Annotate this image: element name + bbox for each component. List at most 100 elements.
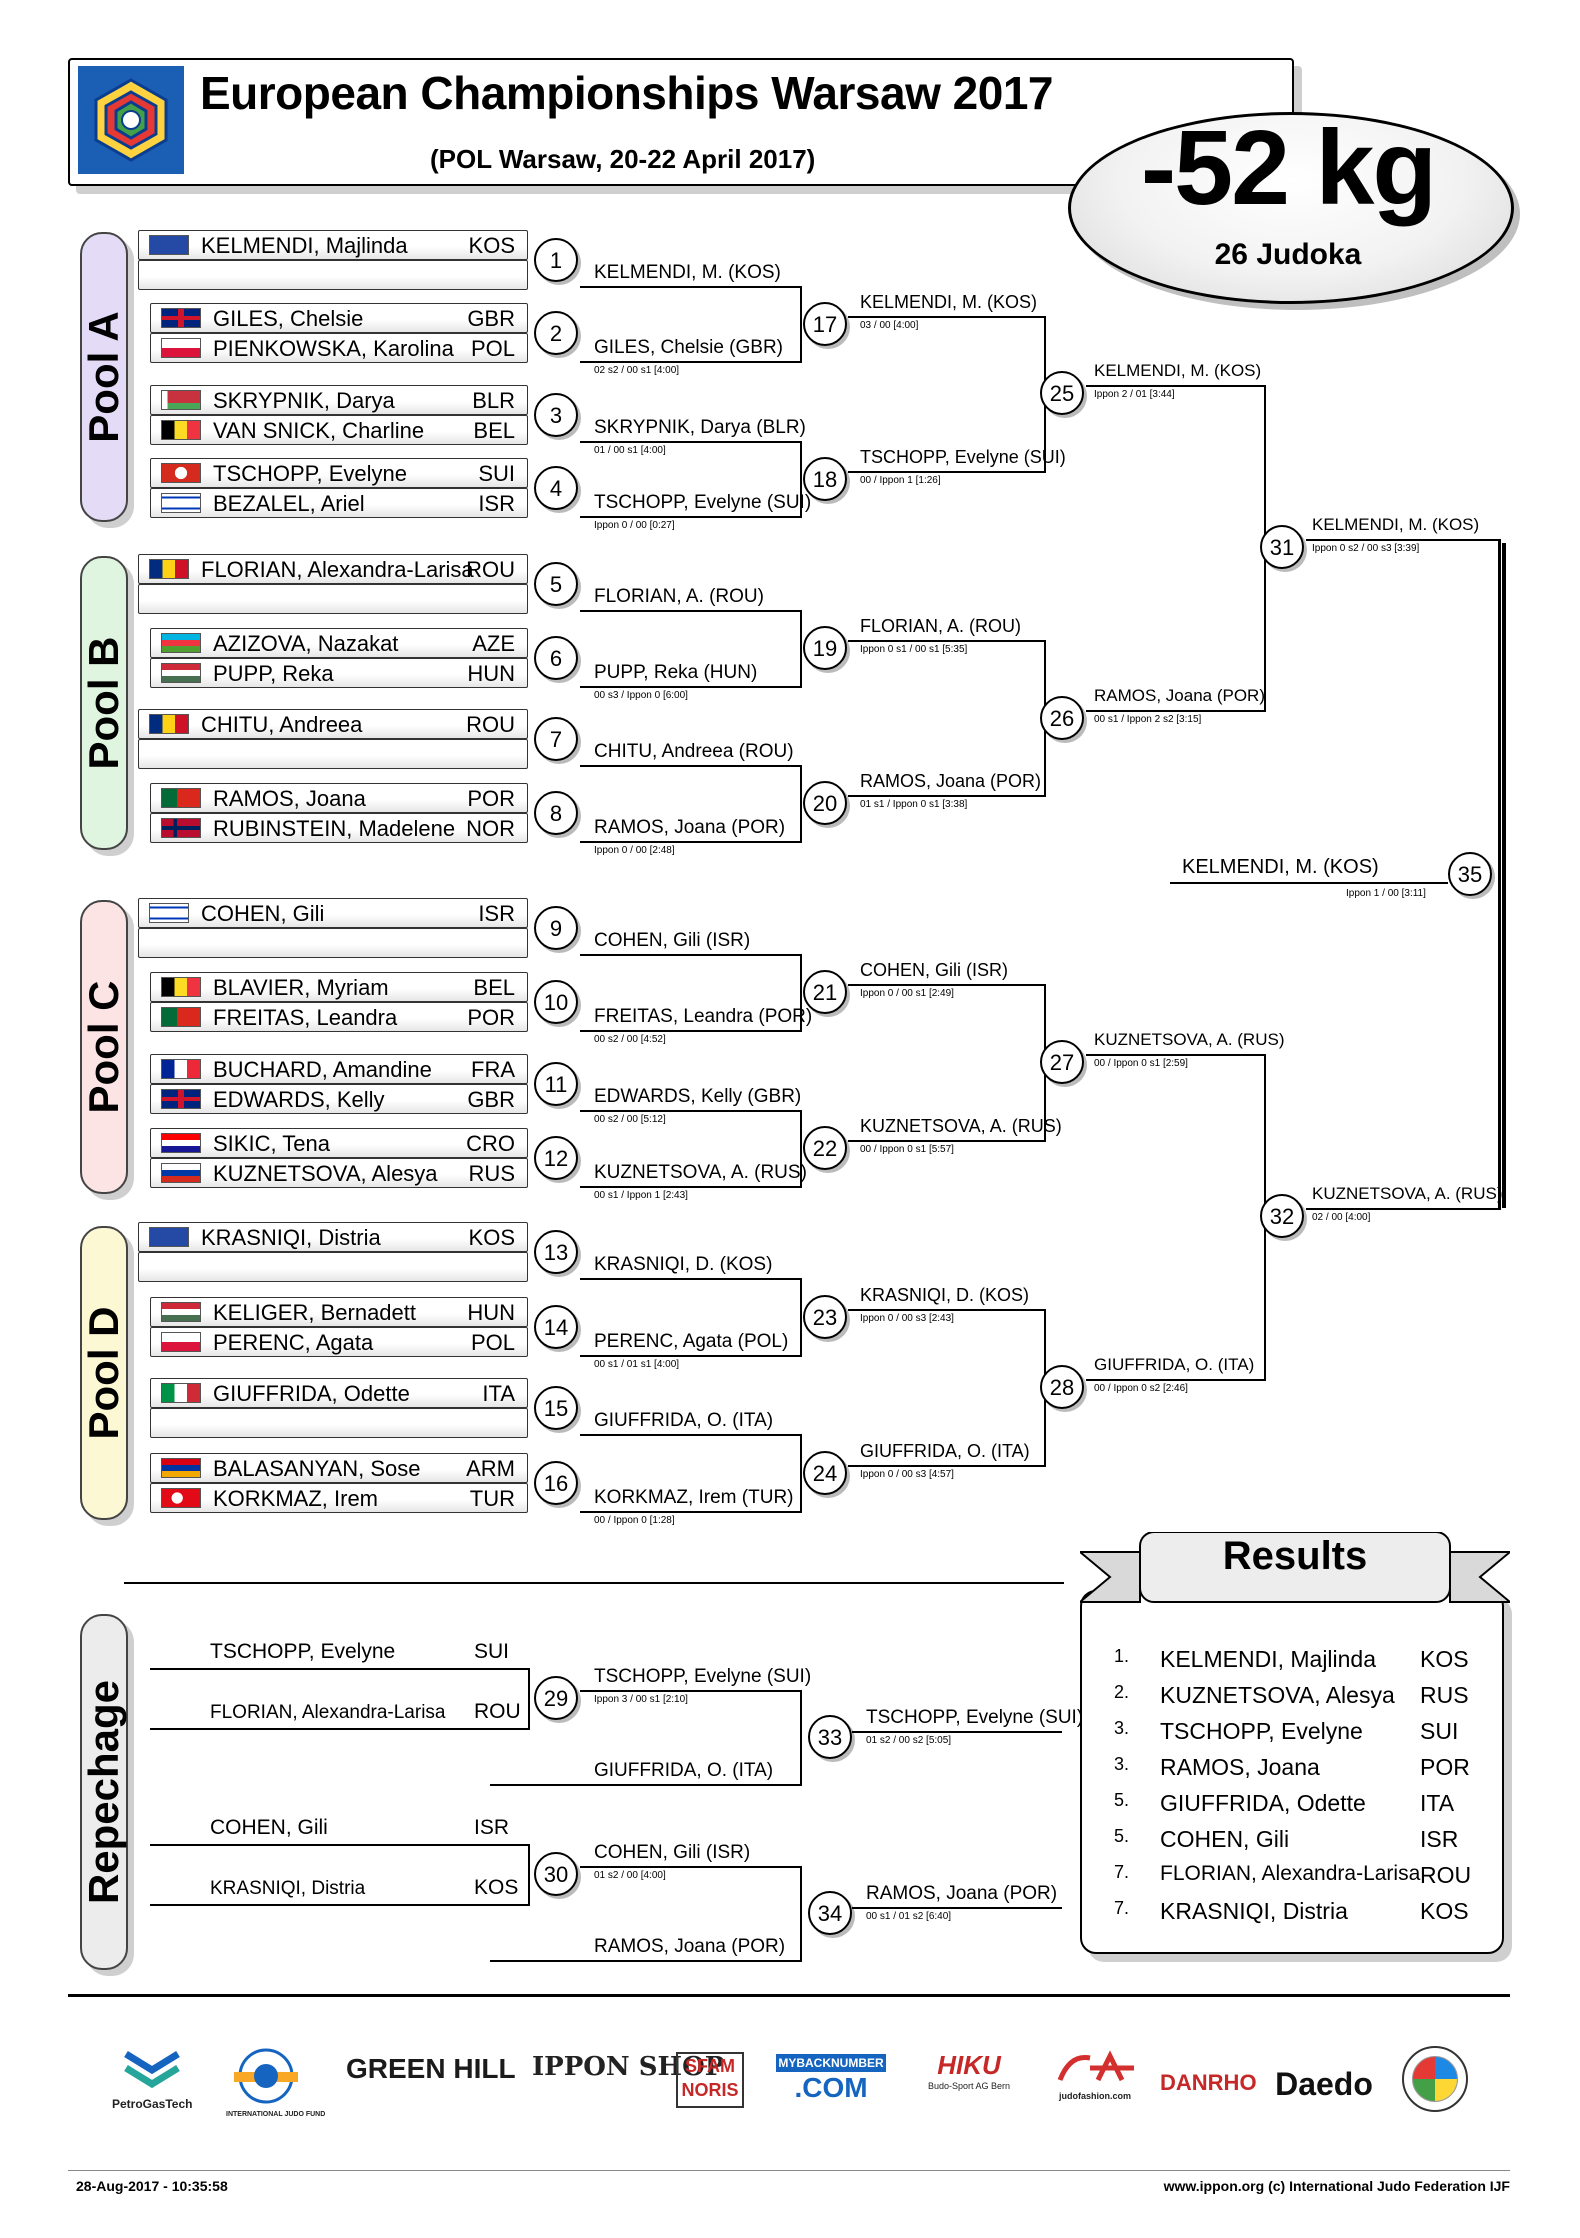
athlete-country: HUN: [467, 1300, 515, 1325]
match-winner: COHEN, Gili (ISR): [860, 960, 1008, 980]
bracket-line: [1502, 543, 1506, 1209]
bracket-line: [580, 1030, 800, 1032]
match-winner: KORKMAZ, Irem (TUR): [594, 1487, 794, 1508]
repechage-score: 01 s2 / 00 s2 [5:05]: [866, 1735, 952, 1746]
flag-icon: [161, 1332, 201, 1352]
repechage-score: 00 s1 / 01 s2 [6:40]: [866, 1911, 952, 1922]
bracket-line: [580, 1186, 800, 1188]
match-score: 00 s2 / 00 [4:52]: [594, 1034, 666, 1045]
bracket-line: [580, 1511, 800, 1513]
flag-icon: [161, 1302, 201, 1322]
repechage-athlete: COHEN, Gili: [210, 1816, 328, 1839]
match-winner: PUPP, Reka (HUN): [594, 662, 758, 683]
match-score: 02 s2 / 00 s1 [4:00]: [594, 365, 680, 376]
athlete-name: PERENC, Agata: [213, 1330, 374, 1355]
athlete-entry: PERENC, Agata POL: [150, 1327, 528, 1357]
match-number: 10: [534, 980, 578, 1024]
match-score: Ippon 0 / 00 s1 [2:49]: [860, 988, 954, 999]
match-score: 00 / Ippon 0 s1 [2:59]: [1094, 1058, 1188, 1069]
athlete-country: GBR: [467, 1087, 515, 1112]
bracket-line: [800, 1866, 802, 1962]
result-country: SUI: [1420, 1718, 1459, 1744]
match-score: Ippon 0 / 00 s3 [2:43]: [860, 1312, 954, 1324]
athlete-country: ISR: [478, 901, 515, 926]
weight-badge: [1068, 112, 1514, 304]
petrogastech-logo: PetroGasTech: [112, 2048, 192, 2111]
header-box: [68, 58, 1294, 186]
results-title: Results: [1222, 1534, 1368, 1578]
athlete-name: SIKIC, Tena: [213, 1131, 330, 1156]
match-number: 25: [1040, 371, 1084, 415]
match-number: 26: [1040, 695, 1084, 740]
match-number: 1: [534, 238, 578, 282]
danrho-logo: DANRHO: [1160, 2070, 1257, 2095]
match-number: 13: [534, 1230, 578, 1274]
match-winner: RAMOS, Joana (POR): [1094, 685, 1265, 705]
result-place: 7.: [1114, 1862, 1130, 1882]
flag-icon: [161, 1059, 201, 1079]
footer-line: [68, 2170, 1510, 2171]
result-name: COHEN, Gili: [1160, 1826, 1290, 1852]
result-name: RAMOS, Joana: [1160, 1754, 1320, 1780]
flag-icon: [149, 559, 189, 579]
match-number: 16: [534, 1461, 578, 1505]
bracket-line: [800, 1434, 802, 1513]
match-score: 00 / Ippon 1 [1:26]: [860, 474, 941, 486]
match-number: 20: [803, 781, 847, 825]
flag-icon: [161, 420, 201, 440]
athlete-name: KUZNETSOVA, Alesya: [213, 1161, 438, 1186]
athlete-name: CHITU, Andreea: [201, 712, 363, 737]
athlete-name: BALASANYAN, Sose: [213, 1456, 421, 1481]
bracket-line: [800, 610, 802, 688]
bracket-line: [1086, 709, 1266, 712]
match-winner: KUZNETSOVA, A. (RUS): [1312, 1184, 1503, 1204]
bracket-line: [580, 516, 800, 518]
daedo-logo: Daedo: [1275, 2066, 1373, 2102]
athlete-name: PIENKOWSKA, Karolina: [213, 336, 454, 361]
result-country: ISR: [1420, 1826, 1459, 1852]
athlete-name: KRASNIQI, Distria: [201, 1225, 381, 1250]
match-number: 15: [534, 1386, 578, 1430]
bracket-line: [848, 795, 1046, 797]
flag-icon: [161, 338, 201, 358]
repechage-label: Repechage: [80, 1614, 128, 1970]
bracket-line: [1086, 1054, 1266, 1056]
bracket-line: [800, 286, 802, 363]
flag-icon: [149, 1227, 189, 1247]
bye-slot: [138, 739, 528, 769]
flag-icon: [161, 1488, 201, 1508]
match-winner: KELMENDI, M. (KOS): [1094, 361, 1262, 380]
repechage-country: SUI: [474, 1640, 510, 1663]
match-score: Ippon 0 / 00 [2:48]: [594, 845, 675, 856]
athlete-name: KELMENDI, Majlinda: [201, 233, 408, 258]
repechage-country: ISR: [474, 1816, 510, 1839]
result-place: 5.: [1114, 1790, 1130, 1810]
match-winner: COHEN, Gili (ISR): [594, 930, 751, 951]
bracket-line: [528, 1668, 530, 1730]
match-number: 24: [803, 1450, 847, 1495]
ejf-logo: [78, 66, 184, 174]
result-place: 7.: [1114, 1898, 1130, 1918]
bracket-line: [150, 1844, 530, 1846]
bye-slot: [150, 1408, 528, 1438]
repechage-bronze-winner: RAMOS, Joana (POR): [866, 1883, 1058, 1904]
result-country: KOS: [1420, 1898, 1469, 1924]
hiku-logo: HIKU Budo-Sport AG Bern: [927, 2050, 1011, 2091]
match-winner: GIUFFRIDA, O. (ITA): [860, 1440, 1030, 1461]
match-winner: KUZNETSOVA, A. (RUS): [594, 1162, 807, 1183]
match-number: 5: [534, 562, 578, 606]
match-winner: RAMOS, Joana (POR): [594, 817, 786, 838]
separator-line-bottom: [68, 1994, 1510, 1997]
bracket-line: [580, 1278, 800, 1280]
bracket-line: [580, 765, 800, 767]
athlete-country: TUR: [469, 1486, 515, 1511]
athlete-country: POL: [470, 1330, 515, 1355]
flag-icon: [161, 788, 201, 808]
